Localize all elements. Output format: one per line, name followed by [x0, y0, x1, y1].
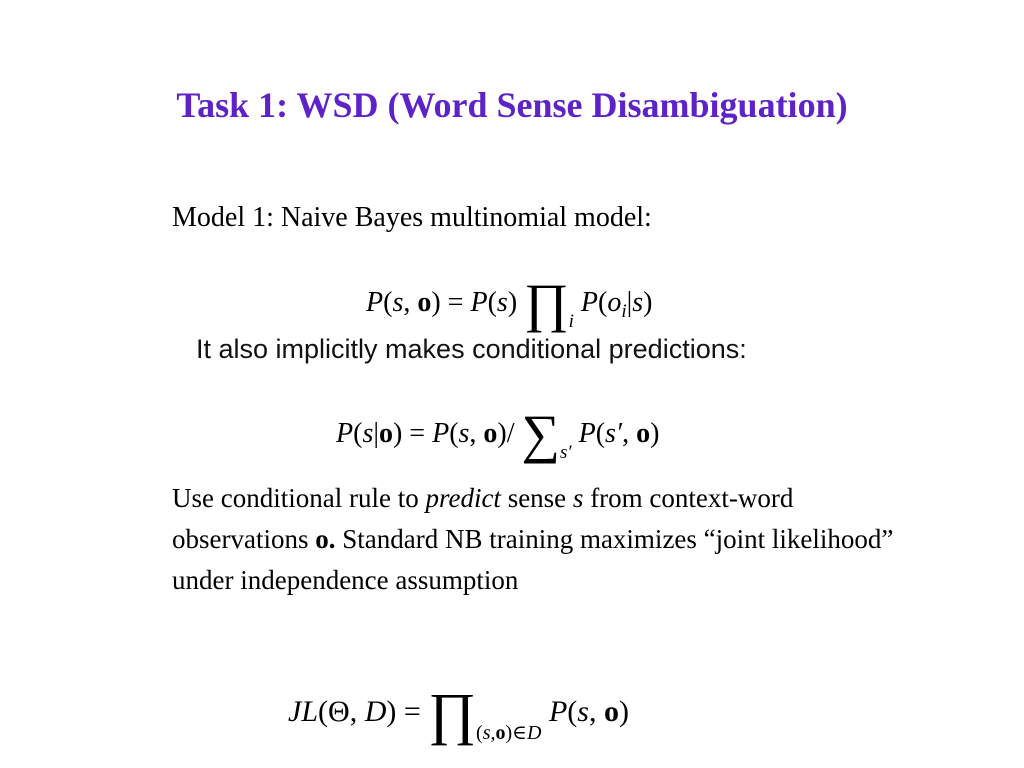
para-text-2: sense: [500, 483, 573, 513]
eq1-equals: =: [447, 287, 464, 318]
eq1-factor-o: o: [607, 287, 622, 318]
joint-likelihood-equation: JL(Θ, D) = ∏(s,o)∈D P(s, o): [288, 673, 629, 744]
eq1-factor-open: (: [598, 287, 608, 318]
eq2-lhs-o: o: [378, 418, 393, 449]
eq1-factor-close: ): [643, 287, 653, 318]
eq3-L: L: [301, 695, 319, 728]
eq3-comma: ,: [349, 695, 358, 728]
eq1-rhs-P: P: [470, 287, 488, 318]
conditional-note: It also implicitly makes conditional pre…: [196, 334, 747, 364]
eq3-equals: =: [403, 695, 421, 728]
para-variable-s: s: [572, 483, 584, 513]
eq2-lhs-bar: |: [373, 418, 379, 449]
eq2-lhs-s: s: [362, 418, 374, 449]
eq1-rhs-s: s: [496, 287, 508, 318]
eq1-factor-P: P: [580, 287, 598, 318]
conditional-probability-equation: P(s|o) = P(s, o)/ ∑s′ P(s′, o): [336, 397, 660, 462]
eq2-lhs-open: (: [353, 418, 363, 449]
eq2-lhs-P: P: [336, 418, 354, 449]
eq2-num-o: o: [483, 418, 498, 449]
model-subtitle: Model 1: Naive Bayes multinomial model:: [172, 202, 652, 233]
eq3-P: P: [548, 695, 568, 728]
eq3-open: (: [318, 695, 329, 728]
eq2-den-P: P: [578, 418, 596, 449]
eq3-sub-D: D: [526, 722, 542, 744]
eq3-sub-comma: ,: [490, 722, 496, 744]
joint-probability-equation: P(s, o) = P(s) ∏i P(oi|s): [366, 266, 653, 331]
eq3-D: D: [364, 695, 387, 728]
eq3-p-comma: ,: [588, 695, 597, 728]
eq2-num-close: ): [497, 418, 507, 449]
eq3-p-o: o: [603, 695, 619, 728]
eq3-sub-in: ∈: [512, 722, 527, 744]
para-variable-o: o.: [315, 524, 336, 554]
eq1-lhs-close: ): [431, 287, 441, 318]
eq3-theta: Θ: [328, 695, 350, 728]
eq2-sum-symbol: ∑: [521, 404, 561, 464]
eq1-rhs-close: ): [507, 287, 518, 318]
eq1-product-symbol: ∏: [524, 273, 569, 333]
eq1-lhs-open: (: [383, 287, 393, 318]
eq3-product-symbol: ∏: [428, 681, 477, 746]
eq2-den-o: o: [636, 418, 651, 449]
para-text-1: Use conditional rule to: [172, 483, 426, 513]
eq3-sub-open: (: [476, 722, 483, 744]
eq1-factor-s: s: [632, 287, 644, 318]
eq3-sub-o: o: [495, 722, 506, 744]
eq2-sum-index: s′: [560, 442, 572, 463]
eq3-p-open: (: [567, 695, 578, 728]
eq2-den-close: ): [650, 418, 660, 449]
eq1-factor-bar: |: [626, 287, 633, 318]
eq2-den-open: (: [595, 418, 606, 449]
eq1-product-index: i: [568, 311, 574, 332]
eq1-factor-i: i: [621, 301, 627, 322]
eq2-den-s: s′: [605, 418, 623, 449]
eq3-J: J: [288, 695, 302, 728]
eq3-product-index: (s,o)∈D: [476, 722, 541, 744]
eq3-p-close: ): [618, 695, 629, 728]
eq2-num-s: s: [458, 418, 470, 449]
eq1-lhs-o: o: [417, 287, 432, 318]
eq2-lhs-close: ): [392, 418, 403, 449]
eq2-equals: =: [409, 418, 426, 449]
eq1-lhs-s: s: [392, 287, 404, 318]
eq3-p-s: s: [577, 695, 589, 728]
eq2-num-comma: ,: [469, 418, 477, 449]
slide-title: Task 1: WSD (Word Sense Disambiguation): [176, 85, 848, 125]
eq3-close: ): [386, 695, 397, 728]
para-emphasis-predict: predict: [425, 483, 501, 513]
eq2-num-P: P: [432, 418, 450, 449]
eq1-lhs-comma: ,: [403, 287, 411, 318]
eq1-rhs-open: (: [487, 287, 497, 318]
eq2-den-comma: ,: [622, 418, 630, 449]
para-text-3: from context-word observations: [172, 483, 794, 554]
eq1-lhs-P: P: [366, 287, 384, 318]
explanation-paragraph: Use conditional rule to predict sense s …: [172, 478, 902, 601]
para-text-4: Standard NB training maximizes “joint li…: [172, 524, 894, 595]
eq2-num-open: (: [449, 418, 459, 449]
eq3-sub-s: s: [482, 722, 491, 744]
eq3-sub-close: ): [505, 722, 513, 744]
eq2-slash: /: [506, 418, 515, 449]
